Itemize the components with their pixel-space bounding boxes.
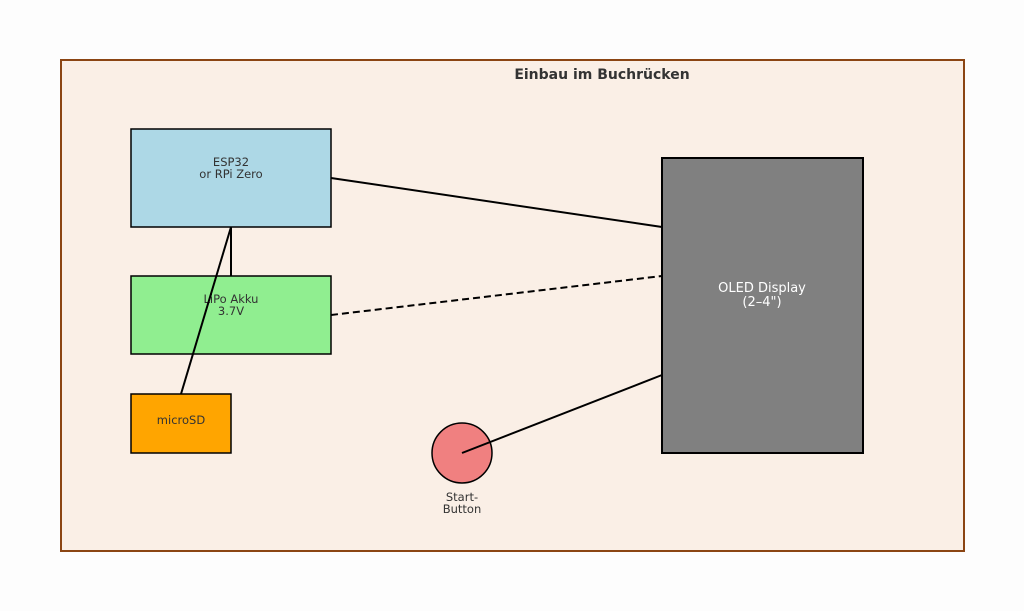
esp32-box	[130, 128, 332, 228]
esp32-label-line1: ESP32	[213, 155, 249, 169]
start-button-label-line1: Start-	[446, 490, 478, 504]
connection-esp32-microsd	[180, 226, 232, 395]
lipo-label-line2: 3.7V	[218, 304, 244, 318]
start-button-label-line2: Button	[443, 502, 482, 516]
diagram-title: Einbau im Buchrücken	[514, 67, 689, 83]
oled-label-line1: OLED Display	[718, 281, 806, 296]
lipo-label-line1: LiPo Akku	[204, 292, 259, 306]
oled-label-line2: (2–4")	[742, 295, 781, 310]
microsd-label: microSD	[157, 413, 206, 427]
connection-esp32-oled	[330, 177, 663, 228]
connection-lipo-oled	[330, 275, 663, 316]
esp32-label-line2: or RPi Zero	[199, 167, 262, 181]
oled-display-box	[661, 157, 864, 454]
connection-button-oled	[461, 374, 663, 454]
